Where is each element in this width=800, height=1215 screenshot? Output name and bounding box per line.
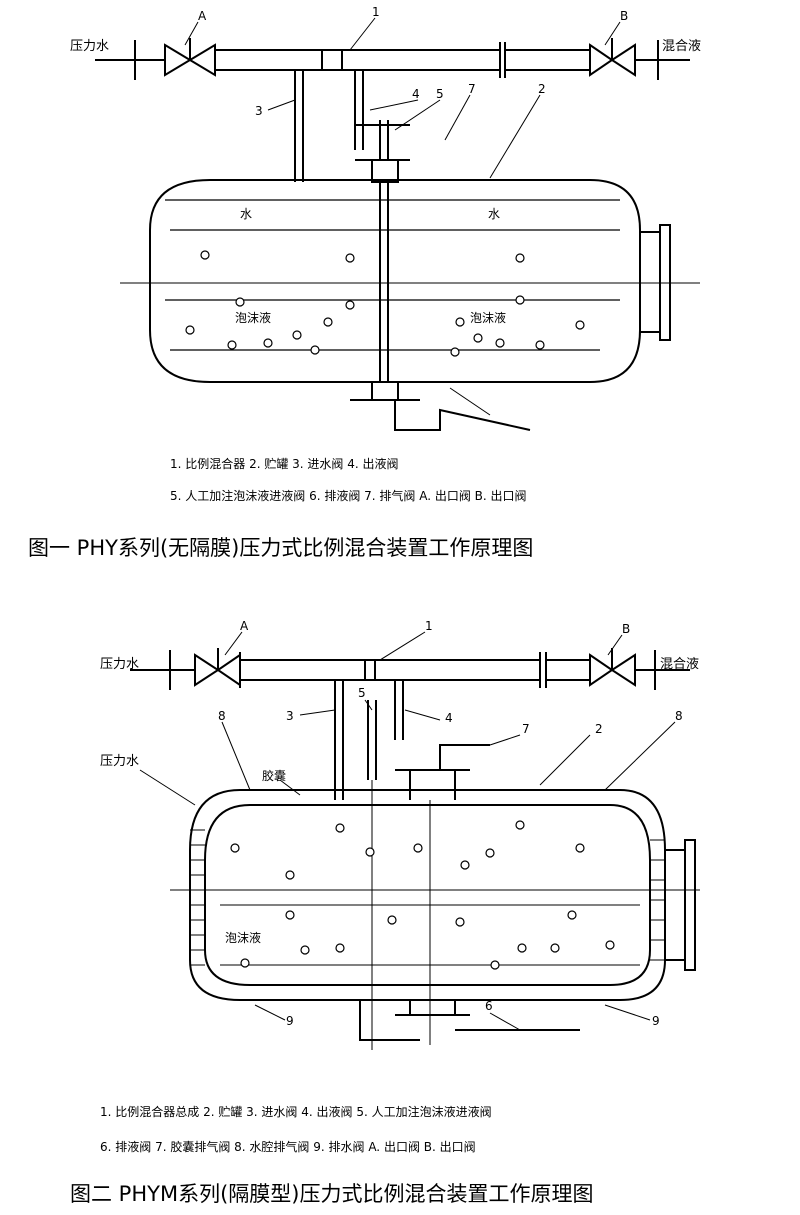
- fig2-callout-4: 4: [445, 711, 453, 725]
- fig2-callout-3: 3: [286, 709, 294, 723]
- fig2-legend-line1: 1. 比例混合器总成 2. 贮罐 3. 进水阀 4. 出液阀 5. 人工加注泡沫…: [100, 1105, 492, 1119]
- fig1-legend-line1: 1. 比例混合器 2. 贮罐 3. 进水阀 4. 出液阀: [170, 457, 399, 471]
- fig2-bag-label: 胶囊: [262, 768, 286, 783]
- fig2-callout-5: 5: [358, 686, 366, 700]
- figure-1-diagram: [95, 17, 700, 431]
- fig2-callout-b: B: [622, 622, 630, 636]
- fig1-foam-label-left: 泡沫液: [235, 310, 271, 325]
- fig1-callout-5: 5: [436, 87, 444, 101]
- fig1-callout-4: 4: [412, 87, 420, 101]
- fig2-outlet-label: 混合液: [660, 657, 699, 672]
- fig2-callout-2: 2: [595, 722, 603, 736]
- fig1-callout-b: B: [620, 9, 628, 23]
- fig1-title: 图一 PHY系列(无隔膜)压力式比例混合装置工作原理图: [28, 536, 534, 560]
- figure-1-labels: 压力水 混合液 A 1 B 3 4 5 7 2 水 水 泡沫液 泡沫液: [70, 5, 701, 325]
- fig2-callout-8-right: 8: [675, 709, 683, 723]
- fig2-callout-7: 7: [522, 722, 530, 736]
- fig1-inlet-label: 压力水: [70, 39, 109, 54]
- fig1-callout-3: 3: [255, 104, 263, 118]
- fig1-legend-line2: 5. 人工加注泡沫液进液阀 6. 排液阀 7. 排气阀 A. 出口阀 B. 出口…: [170, 489, 527, 503]
- fig2-foam-label: 泡沫液: [225, 930, 261, 945]
- fig1-water-label-left: 水: [240, 207, 252, 221]
- fig2-title: 图二 PHYM系列(隔膜型)压力式比例混合装置工作原理图: [70, 1182, 594, 1206]
- fig2-callout-6: 6: [485, 999, 493, 1013]
- fig1-callout-1: 1: [372, 5, 380, 19]
- fig2-inlet-label: 压力水: [100, 657, 139, 672]
- fig1-callout-7: 7: [468, 82, 476, 96]
- fig1-callout-2: 2: [538, 82, 546, 96]
- fig1-outlet-label: 混合液: [662, 39, 701, 54]
- fig2-callout-9-left: 9: [286, 1014, 294, 1028]
- fig2-side-pressure-label: 压力水: [100, 754, 139, 769]
- fig2-legend-line2: 6. 排液阀 7. 胶囊排气阀 8. 水腔排气阀 9. 排水阀 A. 出口阀 B…: [100, 1140, 476, 1154]
- fig1-foam-label-right: 泡沫液: [470, 310, 506, 325]
- fig2-callout-a: A: [240, 619, 249, 633]
- fig1-water-label-right: 水: [488, 207, 500, 221]
- fig2-callout-9-right: 9: [652, 1014, 660, 1028]
- fig2-callout-8-left: 8: [218, 709, 226, 723]
- fig1-callout-a: A: [198, 9, 207, 23]
- fig2-callout-1: 1: [425, 619, 433, 633]
